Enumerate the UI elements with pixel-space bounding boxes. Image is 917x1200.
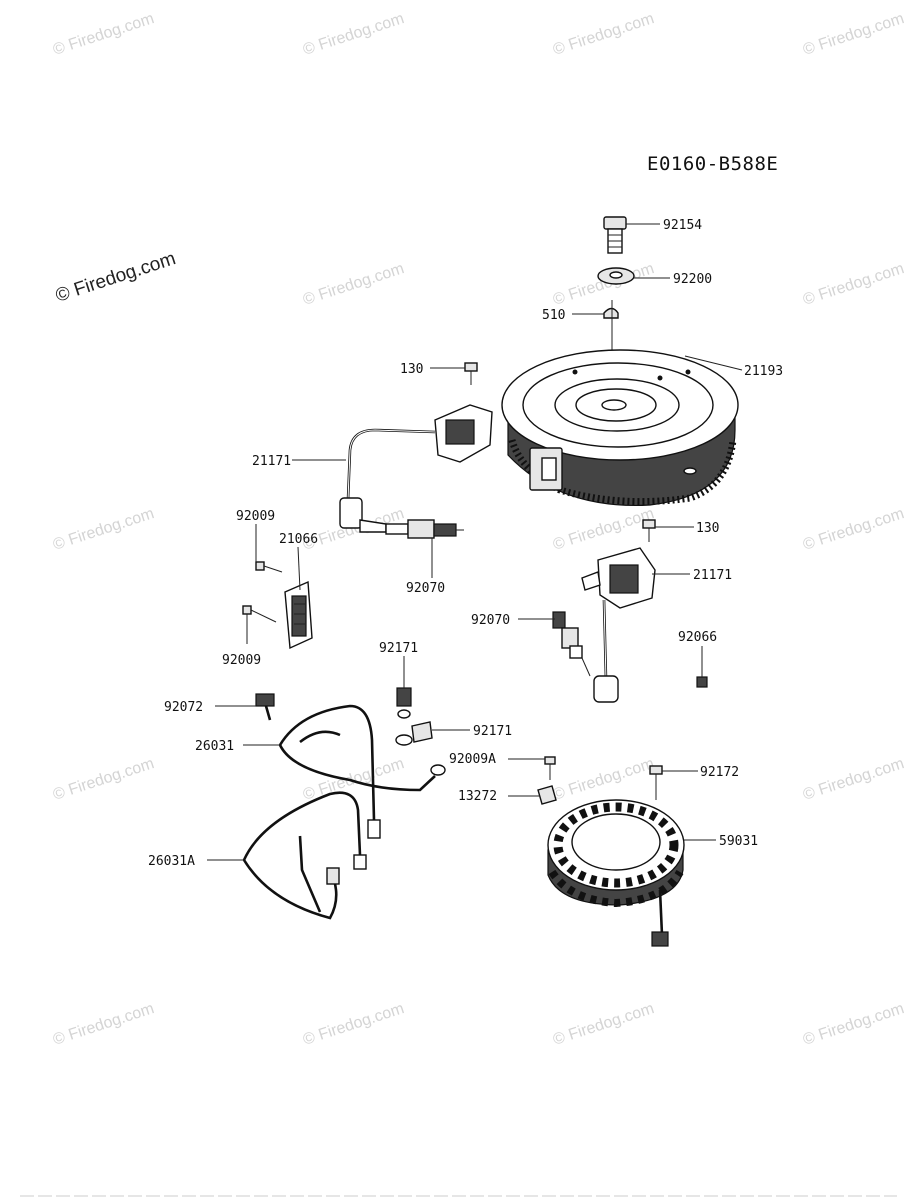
- bolt-92154: [603, 216, 627, 254]
- callout-92070-right: 92070: [471, 613, 510, 628]
- harness-26031A: [242, 791, 367, 920]
- callout-92200: 92200: [673, 272, 712, 287]
- callout-labels: 92154 92200 510 21193 130 21171 92009 21…: [148, 218, 783, 869]
- connector-92171-top: [396, 687, 412, 719]
- callout-26031: 26031: [195, 739, 234, 754]
- callout-92066: 92066: [678, 630, 717, 645]
- screw-130-right: [642, 519, 656, 542]
- callout-21193: 21193: [744, 364, 783, 379]
- watermark: © Firedog.com: [51, 1000, 156, 1049]
- watermark: © Firedog.com: [551, 10, 656, 59]
- callout-130-right: 130: [696, 521, 719, 536]
- screw-92009A: [544, 756, 556, 780]
- screw-130-top: [464, 362, 478, 385]
- stator-59031: [547, 799, 685, 947]
- watermark: © Firedog.com: [51, 10, 156, 59]
- spark-plug-92070-right: [552, 611, 591, 677]
- callout-26031A: 26031A: [148, 854, 195, 869]
- regulator-21066: [284, 580, 313, 650]
- watermark: © Firedog.com: [801, 1000, 906, 1049]
- washer-92200: [597, 267, 635, 285]
- watermark: © Firedog.com: [301, 10, 406, 59]
- watermark: © Firedog.com: [551, 755, 656, 804]
- callout-92072: 92072: [164, 700, 203, 715]
- screw-92009-bottom: [242, 605, 277, 623]
- callout-510: 510: [542, 308, 565, 323]
- callout-21171-left: 21171: [252, 454, 291, 469]
- screw-92172: [649, 765, 663, 800]
- watermark: © Firedog.com: [551, 1000, 656, 1049]
- watermark: © Firedog.com: [801, 755, 906, 804]
- watermark: © Firedog.com: [551, 505, 656, 554]
- callout-21171-right: 21171: [693, 568, 732, 583]
- watermark: © Firedog.com: [551, 260, 656, 309]
- watermark: © Firedog.com: [51, 755, 156, 804]
- callout-21066: 21066: [279, 532, 318, 547]
- watermark: © Firedog.com: [301, 260, 406, 309]
- callout-13272: 13272: [458, 789, 497, 804]
- callout-130-top: 130: [400, 362, 423, 377]
- harness-26031: [278, 704, 446, 839]
- callout-92171-top: 92171: [379, 641, 418, 656]
- nut-92066: [696, 676, 708, 688]
- watermark: © Firedog.com: [301, 755, 406, 804]
- callout-92172: 92172: [700, 765, 739, 780]
- callout-92070-left: 92070: [406, 581, 445, 596]
- callout-92009A: 92009A: [449, 752, 496, 767]
- leader-lines: [207, 223, 743, 861]
- ignition-coil-21171-right: [581, 547, 656, 703]
- watermark: © Firedog.com: [51, 505, 156, 554]
- watermark: © Firedog.com: [801, 505, 906, 554]
- key-510: [603, 307, 619, 319]
- watermark: © Firedog.com: [301, 1000, 406, 1049]
- callout-59031: 59031: [719, 834, 758, 849]
- connector-92072: [255, 693, 275, 721]
- terminal-92171-right: [395, 721, 433, 746]
- callout-92154: 92154: [663, 218, 702, 233]
- flywheel-21193: [501, 349, 739, 507]
- plate-13272: [537, 785, 557, 805]
- callout-92171-right: 92171: [473, 724, 512, 739]
- watermark: © Firedog.com: [801, 260, 906, 309]
- callout-92009-bottom: 92009: [222, 653, 261, 668]
- screw-92009-top: [255, 561, 283, 573]
- spark-plug-92070-left: [385, 519, 464, 539]
- diagram-code: E0160-B588E: [647, 153, 778, 175]
- callout-92009-top: 92009: [236, 509, 275, 524]
- ignition-coil-21171-left: [339, 404, 493, 533]
- watermark: © Firedog.com: [801, 10, 906, 59]
- watermark-prominent: © Firedog.com: [53, 248, 178, 307]
